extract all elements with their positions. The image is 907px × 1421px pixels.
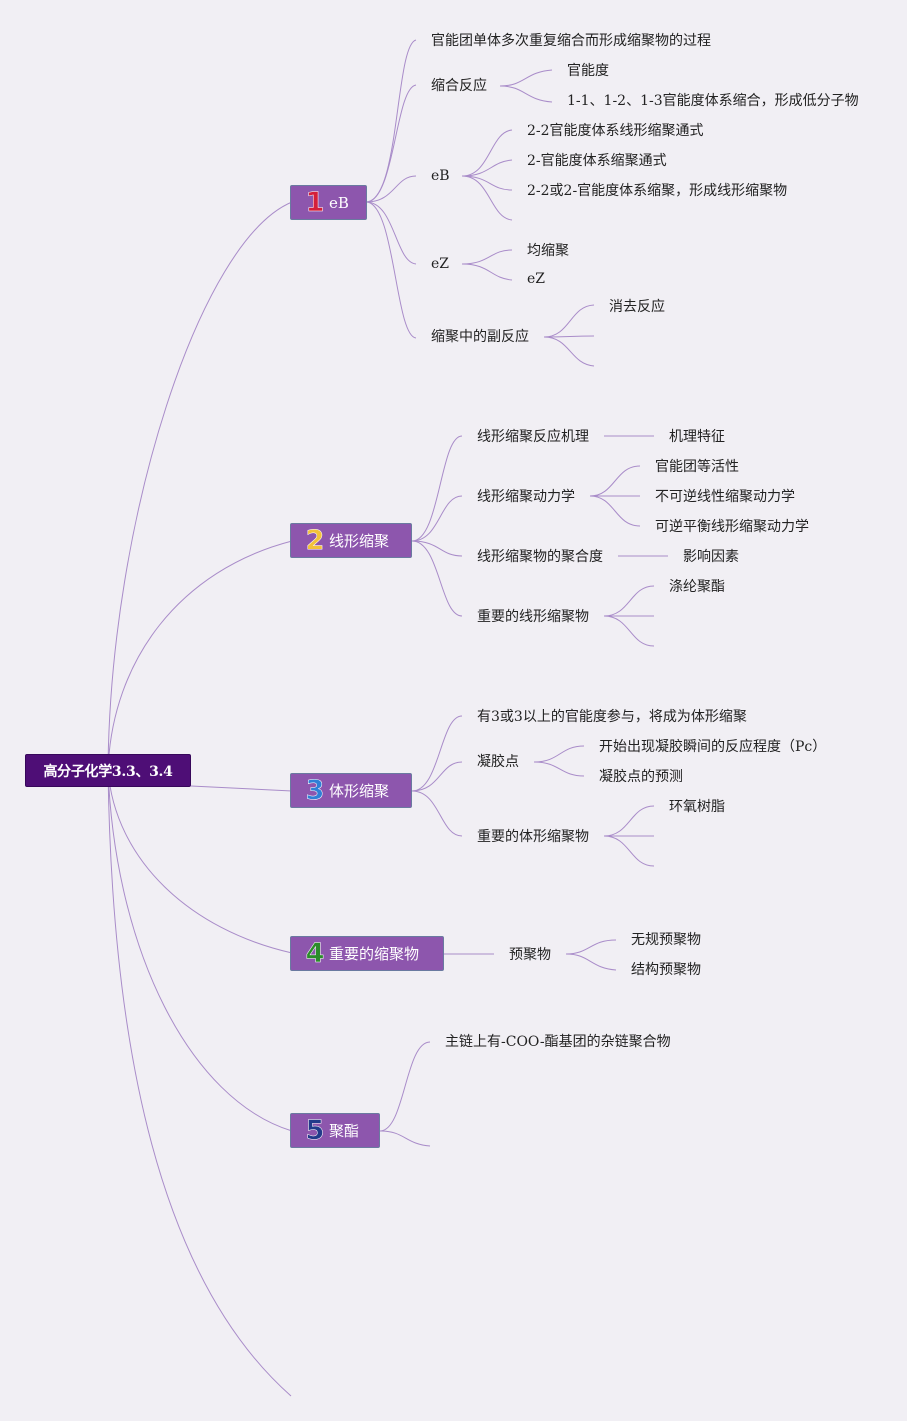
subtopic-node[interactable]: 影响因素 — [683, 549, 739, 565]
subtopic-node[interactable]: 消去反应 — [609, 299, 665, 315]
link-root-b1 — [107, 201, 293, 771]
number-badge-1-icon: 1 — [305, 187, 325, 218]
topic-node[interactable]: 缩聚中的副反应 — [431, 329, 529, 345]
root-label: 高分子化学3.3、3.4 — [43, 763, 173, 780]
topic-node[interactable]: eB — [431, 168, 450, 184]
topic-node[interactable]: 官能团单体多次重复缩合而形成缩聚物的过程 — [431, 33, 711, 49]
number-badge-2-icon: 2 — [305, 525, 325, 556]
root-node[interactable]: 高分子化学3.3、3.4 — [25, 754, 191, 787]
branch-label-5: 聚酯 — [329, 1122, 360, 1140]
topic-node[interactable]: 主链上有-COO-酯基团的杂链聚合物 — [445, 1034, 671, 1050]
link-root-b4 — [107, 769, 293, 954]
link-root-tail — [107, 769, 292, 1397]
subtopic-node[interactable]: 环氧树脂 — [669, 799, 725, 815]
subtopic-node[interactable]: 1-1、1-2、1-3官能度体系缩合，形成低分子物 — [567, 93, 859, 109]
branch-label-1: eB — [329, 193, 349, 212]
subtopic-node[interactable]: 无规预聚物 — [631, 932, 701, 948]
branch-node-1[interactable]: 1 eB — [290, 185, 367, 220]
subtopic-node[interactable]: 官能团等活性 — [655, 459, 739, 475]
number-badge-4-icon: 4 — [305, 938, 325, 969]
branch-node-3[interactable]: 3 体形缩聚 — [290, 773, 412, 808]
subtopic-node[interactable]: 官能度 — [567, 63, 609, 79]
topic-node[interactable]: 线形缩聚动力学 — [477, 489, 575, 505]
subtopic-node[interactable]: 开始出现凝胶瞬间的反应程度（Pc） — [599, 739, 827, 755]
subtopic-node[interactable]: 机理特征 — [669, 429, 725, 445]
branch-node-5[interactable]: 5 聚酯 — [290, 1113, 380, 1148]
branch-label-2: 线形缩聚 — [329, 532, 390, 550]
number-badge-5-icon: 5 — [305, 1115, 325, 1146]
topic-node[interactable]: 重要的线形缩聚物 — [477, 609, 589, 625]
subtopic-node[interactable]: eZ — [527, 271, 546, 287]
branch-node-2[interactable]: 2 线形缩聚 — [290, 523, 412, 558]
topic-node[interactable]: eZ — [431, 256, 450, 272]
topic-node[interactable]: 预聚物 — [509, 947, 551, 963]
subtopic-node[interactable]: 结构预聚物 — [631, 962, 701, 978]
link-root-b3 — [190, 785, 293, 792]
topic-node[interactable]: 线形缩聚反应机理 — [477, 429, 589, 445]
subtopic-node[interactable]: 涤纶聚酯 — [669, 579, 725, 595]
topic-node[interactable]: 缩合反应 — [431, 78, 487, 94]
branch-node-4[interactable]: 4 重要的缩聚物 — [290, 936, 444, 971]
branch-label-4: 重要的缩聚物 — [329, 945, 420, 963]
subtopic-node[interactable]: 2-2或2-官能度体系缩聚，形成线形缩聚物 — [527, 183, 788, 199]
link-root-b2 — [107, 540, 293, 771]
branch-label-3: 体形缩聚 — [329, 782, 390, 800]
topic-node[interactable]: 线形缩聚物的聚合度 — [477, 549, 603, 565]
topic-node[interactable]: 凝胶点 — [477, 754, 519, 770]
subtopic-node[interactable]: 可逆平衡线形缩聚动力学 — [655, 519, 809, 535]
topic-node[interactable]: 有3或3以上的官能度参与，将成为体形缩聚 — [477, 709, 747, 725]
topic-node[interactable]: 重要的体形缩聚物 — [477, 829, 589, 845]
subtopic-node[interactable]: 2-2官能度体系线形缩聚通式 — [527, 123, 704, 139]
subtopic-node[interactable]: 凝胶点的预测 — [599, 769, 683, 785]
link-root-b5 — [107, 769, 293, 1132]
subtopic-node[interactable]: 不可逆线性缩聚动力学 — [655, 489, 795, 505]
number-badge-3-icon: 3 — [305, 775, 325, 806]
subtopic-node[interactable]: 均缩聚 — [527, 243, 569, 259]
subtopic-node[interactable]: 2-官能度体系缩聚通式 — [527, 153, 667, 169]
